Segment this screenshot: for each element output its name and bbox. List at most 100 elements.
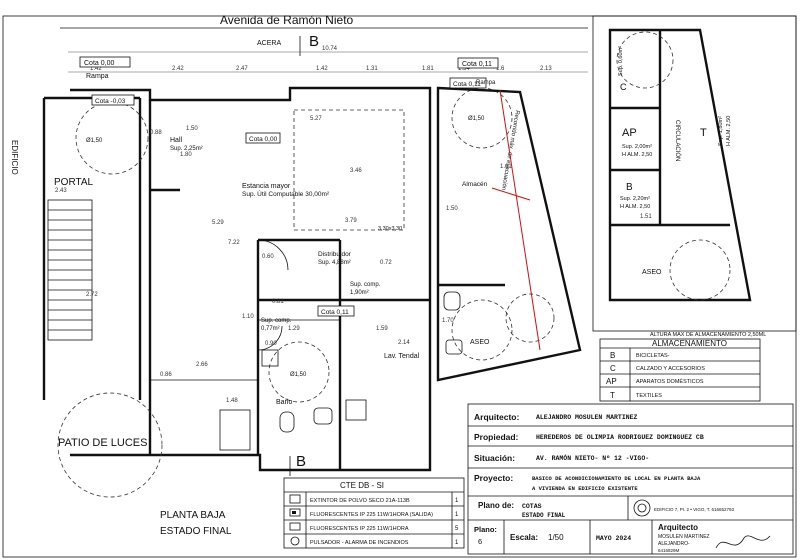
cota-right: Cota 0,11	[462, 61, 492, 68]
circle-bano	[268, 341, 330, 403]
tb-proy-label: Proyecto:	[474, 473, 513, 483]
fluorescent-icon	[289, 522, 301, 531]
dim-small-e: 2.14	[398, 340, 410, 346]
tb-num-label: Plano:	[474, 525, 497, 534]
portal-label: PORTAL	[54, 177, 94, 188]
dim-small-h: 0.90	[265, 341, 277, 347]
tb-prop-label: Propiedad:	[474, 432, 519, 442]
dim-small-i: 1.10	[242, 314, 254, 320]
circle-diam-3: Ø1,50	[468, 116, 485, 122]
section-mark-bottom: B	[296, 453, 306, 470]
dim-seg-4: 1.42	[316, 66, 328, 72]
circle-diam-1: Ø1,50	[86, 138, 103, 144]
legend-code-1: C	[610, 364, 616, 373]
circle-aseo-right	[451, 299, 513, 361]
tb-sit: AV. RAMÓN NIETO- Nº 12 -VIGO-	[536, 453, 649, 462]
cte-count-3: 1	[455, 540, 459, 546]
distribuidor-label: Distribuidor	[318, 251, 352, 258]
dim-seg-7: 1.54	[458, 66, 470, 72]
section-mark-top: B	[309, 33, 319, 50]
inset-circulacion: CIRCULACIÓN	[674, 120, 681, 161]
dim-hall-b: 1.50	[186, 126, 198, 132]
street-name: Avenida de Ramón Nieto	[220, 13, 354, 27]
comp2-val: 0,77m²	[261, 326, 280, 332]
tb-plano-label: Plano de:	[478, 501, 514, 510]
tb-escala-label: Escala:	[510, 533, 538, 542]
tb-arq2-first: ALEJANDRO-	[658, 541, 690, 547]
inset-c-area: Sup. 0,60m²	[618, 46, 624, 76]
dim-left-a: 2.43	[55, 188, 67, 194]
dim-hall-c: 1.80	[180, 152, 192, 158]
dim-small-b: 0.81	[272, 299, 284, 305]
signature-scribble	[715, 535, 771, 549]
recorrido-label: Recorrido máx. de evacuación	[500, 110, 520, 191]
cota-bath-box	[317, 305, 355, 317]
title-block	[467, 403, 794, 555]
inset-b-area: Sup. 2,20m²	[620, 196, 650, 202]
tb-prop: HEREDEROS DE OLIMPIA RODRIGUEZ DOMINGUEZ…	[536, 434, 704, 441]
cota-right2: Cota 0,11	[453, 81, 481, 88]
dim-small-j: 1.70	[442, 318, 454, 324]
tb-arq2-name: MOSULEN MARTINEZ	[658, 534, 710, 540]
legend-desc-2: APARATOS DOMÉSTICOS	[636, 378, 704, 385]
dim-seg-2: 2.42	[172, 66, 184, 72]
dim-seg-8: 1.6	[496, 66, 505, 72]
legend-title: ALMACENAMIENTO	[652, 339, 727, 348]
stairs	[47, 199, 93, 341]
inset-t-h: H ALM. 2,50	[726, 116, 732, 146]
washer-icon	[345, 399, 367, 421]
distribuidor-area: Sup. 4,88m²	[318, 260, 351, 266]
toilet-icon	[279, 411, 295, 433]
almacen-label: Almacén	[462, 181, 488, 188]
estancia-label: Estancia mayor	[242, 183, 291, 190]
hall-label: Hall	[170, 137, 183, 144]
cota-main-box	[245, 132, 281, 144]
tb-escala: 1/50	[548, 533, 564, 542]
comp2-label: Sup. comp.	[261, 318, 292, 324]
cte-count-2: 5	[455, 526, 459, 532]
shower-tray	[219, 409, 251, 451]
dim-left-b: 2.72	[86, 292, 98, 298]
aseo-label: ASEO	[470, 339, 490, 346]
dim-inset: 1.51	[640, 214, 652, 220]
estancia-area: Sup. Útil Computable 30,00m²	[242, 189, 330, 198]
cota-top-box	[79, 56, 131, 68]
dim-mid-c: 5.29	[212, 220, 224, 226]
dim-total: 10.74	[322, 46, 338, 52]
cte-desc-1: FLUORESCENTES IP 225 11W/1HORA (SALIDA)	[310, 512, 433, 518]
dim-mid-d: 7.22	[228, 240, 240, 246]
legend-code-0: B	[610, 351, 615, 360]
dim-seg-9: 2.13	[540, 66, 552, 72]
tb-sit-label: Situación:	[474, 453, 515, 463]
cte-count-0: 1	[455, 498, 459, 504]
patio-label: PATIO DE LUCES	[58, 437, 147, 449]
sink-icon	[261, 349, 279, 367]
tb-num: 6	[478, 537, 482, 546]
circle-aseo-right-2	[505, 293, 555, 343]
outer-wall-main	[70, 86, 432, 472]
inset-ap-area: Sup. 2,00m²	[622, 144, 652, 150]
comp1-val: 1,90m²	[350, 290, 369, 296]
cota-top: Cota 0,00	[84, 60, 114, 67]
dim-left-c: 2.66	[196, 362, 208, 368]
cota-portal: Cota -0,03	[95, 98, 126, 105]
comp1-label: Sup. comp.	[350, 282, 381, 288]
cte-table	[283, 477, 465, 549]
cte-count-1: 1	[455, 512, 459, 518]
door-arc-distribuidor	[257, 239, 289, 271]
inset-b-h: H ALM. 2,50	[620, 204, 650, 210]
logo-stamp	[633, 499, 651, 517]
tb-address: EDIFICIO 7, PI. 2 • VIGO, T. 616652793	[654, 507, 735, 512]
circle-patio	[57, 392, 163, 498]
dim-small-f: 1.48	[226, 398, 238, 404]
inset-frame	[592, 15, 797, 332]
tb-arq2-label: Arquitecto	[658, 523, 698, 532]
tb-proy-1: BASICO DE ACONDICIONAMIENTO DE LOCAL EN …	[532, 475, 701, 482]
aseo-basin-icon	[445, 339, 463, 355]
rampa-label: Rampa	[86, 73, 109, 80]
cte-desc-0: EXTINTOR DE POLVO SECO 21A-113B	[310, 498, 410, 504]
cte-title: CTE DB - SI	[340, 481, 384, 490]
inset-c-label: C	[620, 82, 627, 92]
legend-desc-1: CALZADO Y ACCESORIOS	[636, 366, 705, 372]
